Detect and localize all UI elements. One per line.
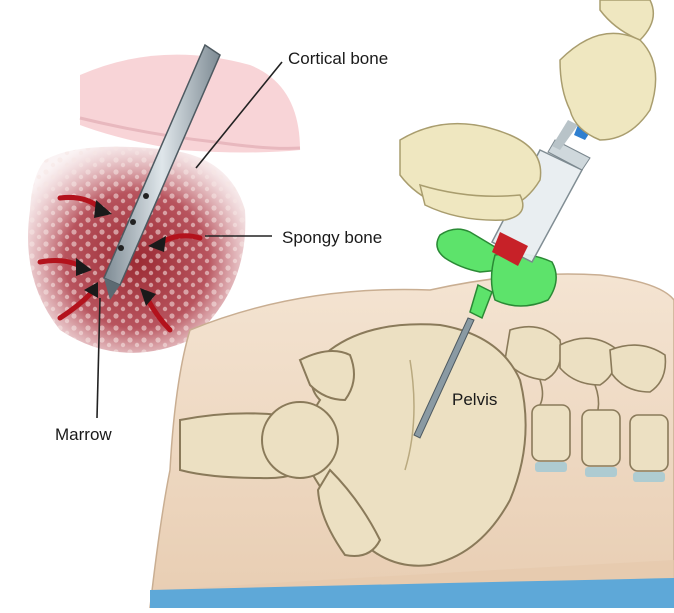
cortical-bone-label: Cortical bone (288, 49, 388, 68)
gloved-hands (400, 0, 656, 220)
marrow-label: Marrow (55, 425, 112, 444)
spongy-bone-label: Spongy bone (282, 228, 382, 247)
pelvis-label: Pelvis (452, 390, 497, 409)
